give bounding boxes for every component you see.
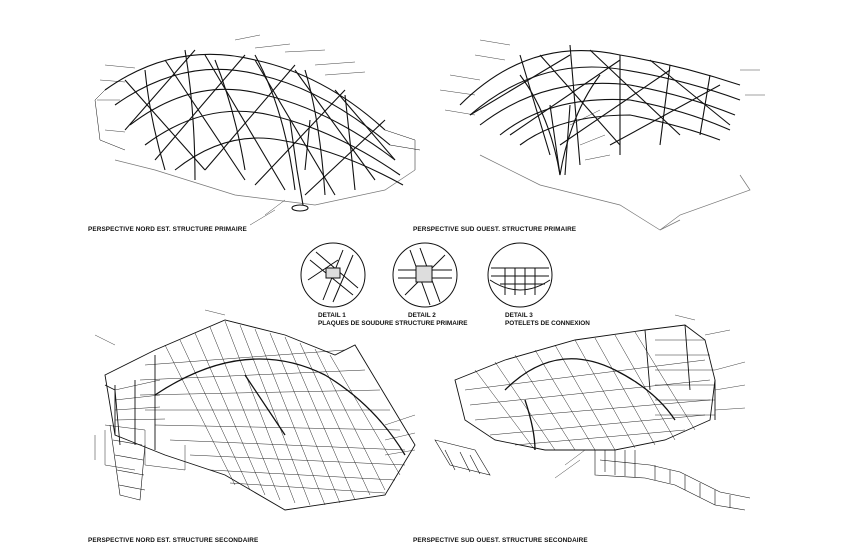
detail-3-title: DETAIL 3 [505, 312, 533, 319]
detail-2-caption: DETAIL 2 [408, 312, 436, 320]
view-caption-sw-primary: PERSPECTIVE SUD OUEST. STRUCTURE PRIMAIR… [413, 226, 577, 233]
detail-1-drawing [300, 242, 366, 308]
view-sw-primary [439, 39, 765, 231]
detail-3-drawing [487, 242, 553, 308]
view-sw-secondary [434, 314, 751, 511]
view-caption-ne-primary: PERSPECTIVE NORD EST. STRUCTURE PRIMAIRE [88, 226, 247, 233]
detail-2-drawing [392, 242, 458, 308]
detail-3-caption: DETAIL 3 POTELETS DE CONNEXION [505, 312, 590, 328]
view-ne-primary [94, 34, 421, 226]
detail-2-title: DETAIL 2 [408, 312, 436, 319]
view-caption-sw-secondary: PERSPECTIVE SUD OUEST. STRUCTURE SECONDA… [413, 537, 588, 544]
detail-1-caption: DETAIL 1 PLAQUES DE SOUDURE STRUCTURE PR… [318, 312, 467, 328]
detail-1-subtitle: PLAQUES DE SOUDURE STRUCTURE PRIMAIRE [318, 320, 468, 327]
view-caption-ne-secondary: PERSPECTIVE NORD EST. STRUCTURE SECONDAI… [88, 537, 259, 544]
detail-1-title: DETAIL 1 [318, 312, 346, 319]
detail-3-subtitle: POTELETS DE CONNEXION [505, 320, 590, 327]
view-ne-secondary [94, 309, 416, 511]
